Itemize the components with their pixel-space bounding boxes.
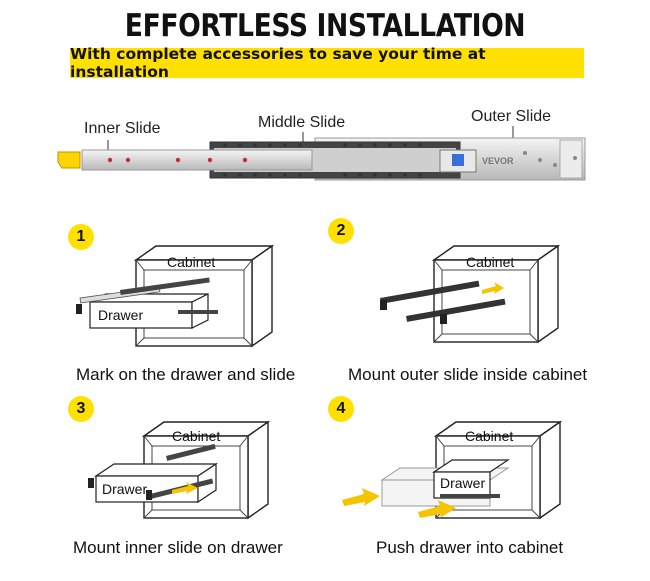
step-1-caption: Mark on the drawer and slide [76, 365, 296, 384]
brand-mark: VEVOR [482, 156, 514, 166]
svg-text:Cabinet: Cabinet [465, 428, 513, 444]
step-1-illustration: Cabinet Drawer [76, 244, 275, 348]
step-1-badge: 1 [68, 224, 94, 250]
step-4-caption: Push drawer into cabinet [376, 538, 564, 557]
svg-text:Cabinet: Cabinet [167, 254, 215, 270]
svg-text:Drawer: Drawer [98, 307, 143, 323]
step-3-caption: Mount inner slide on drawer [73, 538, 283, 557]
step-3-illustration: Cabinet Drawer [88, 420, 271, 520]
drawer-slide-diagram: VEVOR [57, 126, 586, 181]
page-title: EFFORTLESS INSTALLATION [124, 8, 526, 44]
svg-text:Cabinet: Cabinet [172, 428, 220, 444]
svg-text:Drawer: Drawer [440, 475, 485, 491]
banner-text: With complete accessories to save your t… [70, 45, 486, 81]
banner: With complete accessories to save your t… [70, 45, 584, 81]
middle-slide-label: Middle Slide [258, 114, 346, 131]
step-4-illustration: Cabinet Drawer [342, 420, 563, 520]
step-3-badge: 3 [68, 396, 94, 422]
step-4-badge: 4 [328, 396, 354, 422]
outer-slide-label: Outer Slide [471, 108, 552, 125]
inner-slide [81, 149, 313, 171]
step-2-badge: 2 [328, 218, 354, 244]
inner-slide-label: Inner Slide [84, 120, 161, 137]
step-2-caption: Mount outer slide inside cabinet [348, 365, 588, 384]
step-2-illustration: Cabinet [380, 244, 561, 344]
svg-text:Cabinet: Cabinet [466, 254, 514, 270]
svg-text:Drawer: Drawer [102, 481, 147, 497]
